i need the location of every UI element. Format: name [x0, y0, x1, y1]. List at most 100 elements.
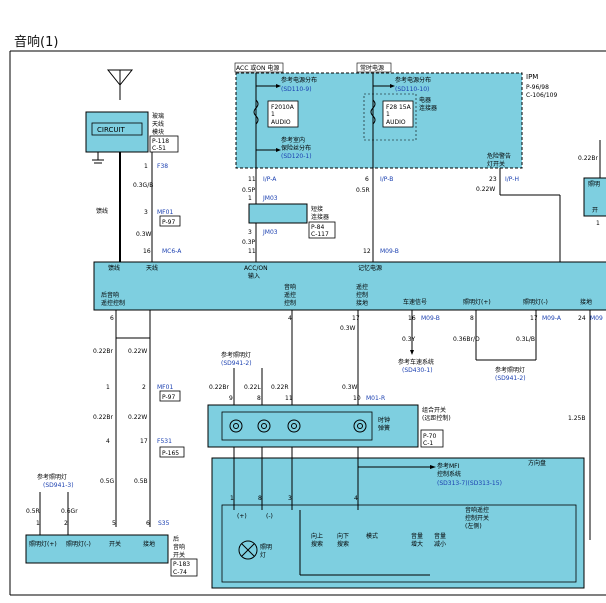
antenna-wire-1: 0.3G/B: [133, 182, 153, 189]
mid-conn-p97: P-97: [162, 394, 175, 401]
antenna-pin-16: 16: [143, 248, 151, 255]
head-audio-3: 控制: [284, 299, 296, 307]
antenna-conn-mc6a: MC6-A: [162, 248, 182, 255]
right-partial-box: [583, 177, 606, 217]
antenna-icon: [106, 69, 134, 100]
head-pin-4: 4: [288, 315, 292, 322]
head-pin-top-3: 输入: [248, 272, 260, 280]
mid-wire-03w: 0.3W: [340, 325, 356, 332]
head-pin-17b: 17: [530, 315, 538, 322]
steer-pin-2: 3: [288, 495, 292, 502]
short-code-1: P-84: [311, 224, 324, 231]
combo-code-2: C-1: [423, 440, 433, 447]
clock-pin-1: 8: [257, 395, 261, 402]
ref-speed: 参考车速系统: [398, 358, 434, 366]
head-audio-1: 音响: [284, 283, 296, 291]
antenna-desc-3: 模块: [152, 128, 164, 136]
ref-power-dist-1-code: (SD110-9): [281, 86, 312, 93]
bl-label-2: 开关: [109, 540, 121, 548]
right-pin-1: 1: [596, 220, 600, 227]
mid-wire-03y: 0.3Y: [402, 336, 416, 343]
rear-sw-2: 音响: [173, 543, 185, 551]
steer-pin-3: 4: [354, 495, 358, 502]
btn-vol-up-1: 音量: [411, 532, 423, 540]
jm-pin-6: 6: [365, 176, 369, 183]
combo-code-1: P-70: [423, 433, 436, 440]
btn-vol-dn-1: 音量: [434, 532, 446, 540]
sw-minus: (-): [266, 513, 273, 520]
antenna-pin-3: 3: [144, 209, 148, 216]
antenna-module-label: CIRCUIT: [97, 126, 126, 134]
sw-plus: (+): [237, 513, 247, 520]
lamp-1: 照明: [260, 544, 272, 551]
conn-iph: I/P-H: [505, 176, 519, 183]
ref-light-b: 参考照明灯: [495, 366, 525, 374]
ref-light-a-code: (SD941-2): [221, 360, 252, 367]
head-pin-top-0: 馈线: [108, 264, 120, 272]
ref-power-dist-2: 参考电源分布: [395, 76, 431, 84]
mid-conn-mf01: MF01: [157, 384, 173, 391]
jm-conn-m09b: M09-B: [380, 248, 399, 255]
jm-pin-12: 12: [363, 248, 371, 255]
ref-indoor-fuse-2: 保险丝分布: [281, 144, 311, 152]
antenna-conn-mf01: MF01: [157, 209, 173, 216]
head-remote-3: 接地: [356, 299, 368, 307]
jm-wire-05r: 0.5R: [356, 187, 370, 194]
bl-conn-s35: S35: [158, 520, 170, 527]
head-light-p: 照明灯(+): [463, 298, 491, 306]
antenna-pin-1: 1: [144, 163, 148, 170]
head-remote-2: 控制: [356, 291, 368, 299]
clock-spring-icons: [229, 419, 367, 433]
head-conn-m09: M09: [590, 315, 603, 322]
steer-pin-1: 8: [258, 495, 262, 502]
mid-wire-022br: 0.22Br: [93, 348, 113, 355]
fuse-2-label: AUDIO: [386, 119, 406, 126]
jm-conn-jm03: JM03: [262, 195, 278, 202]
head-gnd: 接地: [580, 298, 592, 306]
jm-conn-ipb: I/P-B: [380, 176, 393, 183]
right-wire: 0.22Br: [578, 155, 598, 162]
pin-23: 23: [489, 176, 497, 183]
ref-light-b-code: (SD941-2): [495, 375, 526, 382]
bl-pin-5: 5: [112, 520, 116, 527]
ipm-code-1: P-96/98: [526, 84, 549, 91]
head-pin-6: 6: [110, 315, 114, 322]
btn-down-2: 搜索: [337, 540, 349, 548]
antenna-wire-2: 0.3W: [136, 231, 152, 238]
bl-label-0: 照明灯(+): [29, 540, 57, 548]
btn-mode: 模式: [366, 532, 378, 540]
btn-up-1: 向上: [311, 532, 323, 540]
fuse-1-label: AUDIO: [271, 119, 291, 126]
mid-conn-f531: F531: [157, 438, 172, 445]
clock-pin-3: 10: [353, 395, 361, 402]
ref-indoor-fuse-code: (SD120-1): [281, 153, 312, 160]
ipm-code-2: C-106/109: [526, 92, 557, 99]
clock-conn-m01r: M01-R: [366, 395, 385, 402]
fuse-1-id: F2010A: [271, 104, 295, 111]
antenna-desc-1: 玻璃: [152, 112, 164, 120]
antenna-module-box: [85, 111, 149, 153]
head-remote-1: 遥控: [356, 283, 368, 291]
btn-vol-up-2: 增大: [411, 540, 423, 548]
fuse-1-amp: 1: [271, 111, 275, 118]
head-pin-top-4: 记忆电源: [358, 264, 382, 272]
hazard-label-1: 危险警告: [487, 152, 511, 160]
jm-pin-3: 3: [248, 229, 252, 236]
shield-label: 馈线: [96, 207, 108, 215]
lamp-icon: [238, 540, 258, 560]
mid-conn-p165: P-165: [162, 450, 179, 457]
ref-mfi-code: (SD313-7)(SD313-15): [437, 480, 502, 487]
jm-wire-03p: 0.3P: [242, 239, 256, 246]
fuse-2-id: F28 15A: [386, 104, 412, 111]
short-conn-2: 连接器: [311, 213, 329, 221]
bl-pin-2: 2: [64, 520, 68, 527]
mid-wire-125b: 1.25B: [568, 415, 585, 422]
clock-wire-2: 0.22R: [271, 384, 289, 391]
jm-conn-ipa: I/P-A: [263, 176, 277, 183]
short-connector-box: [248, 203, 308, 224]
title-bar: 音响(1): [0, 0, 606, 52]
ground-icon: [92, 152, 104, 164]
wire-022w: 0.22W: [476, 186, 495, 193]
head-pin-top-2: ACC/ON: [244, 265, 268, 272]
ref-power-dist-1: 参考电源分布: [281, 76, 317, 84]
